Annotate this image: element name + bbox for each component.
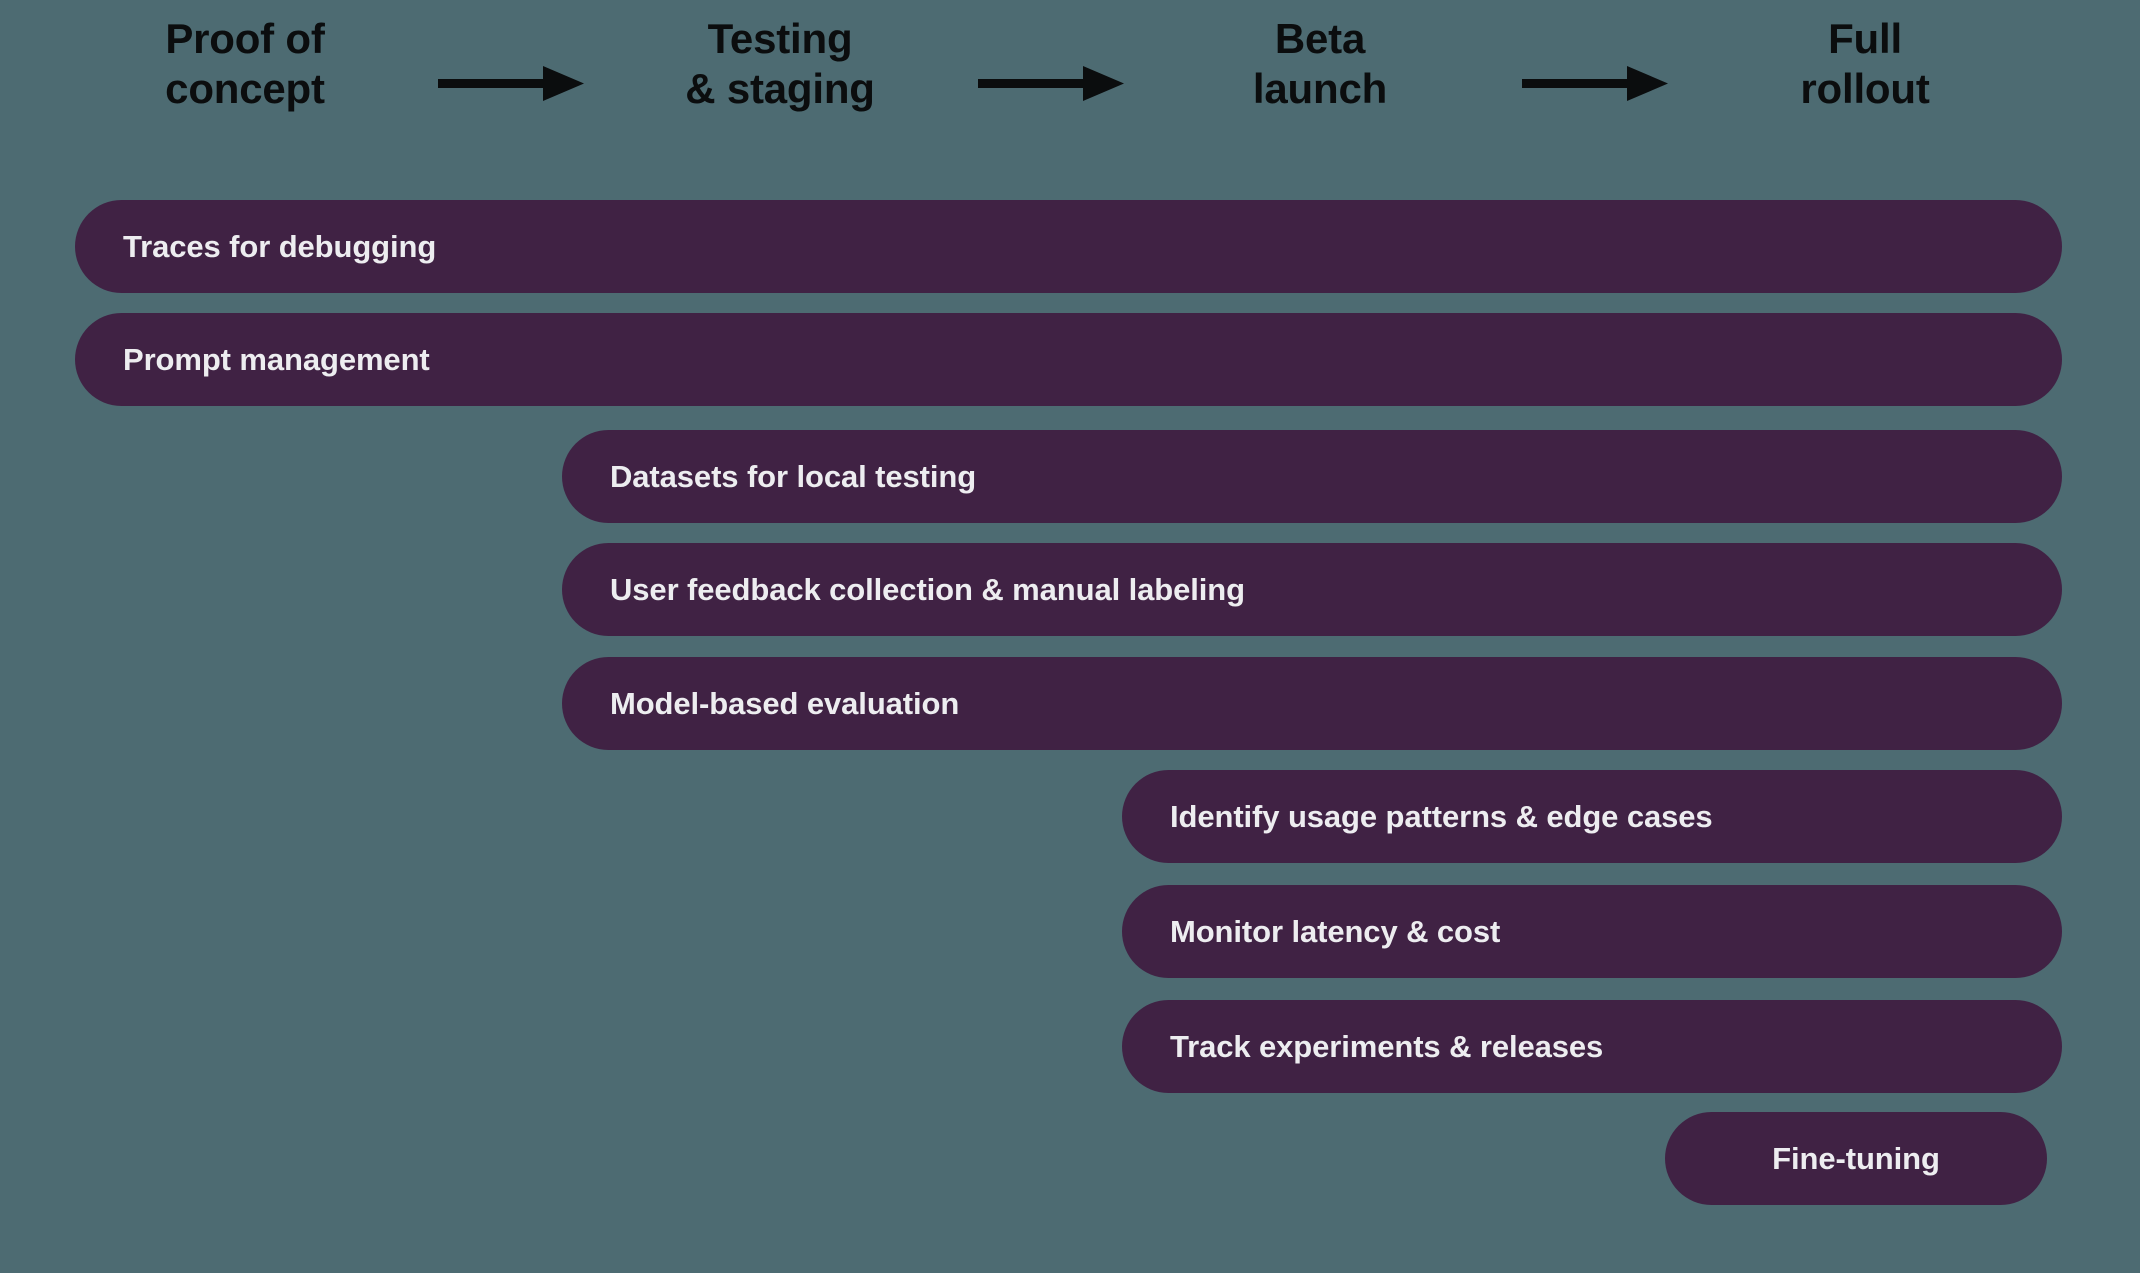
stage-header-beta-launch: Beta launch xyxy=(1252,15,1388,112)
capability-bar-label: Datasets for local testing xyxy=(610,458,977,494)
capability-bar-datasets-for-local-testing[interactable]: Datasets for local testing xyxy=(562,430,2062,523)
capability-bar-prompt-management[interactable]: Prompt management xyxy=(75,313,2062,406)
stage-header-full-rollout: Full rollout xyxy=(1800,15,1930,112)
arrow-right-icon xyxy=(1522,62,1668,106)
capability-bar-traces-for-debugging[interactable]: Traces for debugging xyxy=(75,200,2062,293)
capability-bar-label: Fine-tuning xyxy=(1772,1140,1940,1176)
capability-bar-label: Monitor latency & cost xyxy=(1170,913,1501,949)
capability-bar-label: Prompt management xyxy=(123,341,430,377)
capability-bar-label: Track experiments & releases xyxy=(1170,1028,1604,1064)
arrow-right-icon xyxy=(978,62,1124,106)
capability-bar-label: Traces for debugging xyxy=(123,228,437,264)
capability-bar-user-feedback-collection[interactable]: User feedback collection & manual labeli… xyxy=(562,543,2062,636)
stage-header-proof-of-concept: Proof of concept xyxy=(165,15,325,112)
capability-bar-label: Model-based evaluation xyxy=(610,685,960,721)
capability-bar-track-experiments-and-releases[interactable]: Track experiments & releases xyxy=(1122,1000,2062,1093)
capability-bar-label: Identify usage patterns & edge cases xyxy=(1170,798,1713,834)
arrow-right-icon xyxy=(438,62,584,106)
capability-bar-label: User feedback collection & manual labeli… xyxy=(610,571,1245,607)
capability-bar-fine-tuning[interactable]: Fine-tuning xyxy=(1665,1112,2047,1205)
stage-header-testing-and-staging: Testing & staging xyxy=(685,15,875,112)
capability-bar-monitor-latency-and-cost[interactable]: Monitor latency & cost xyxy=(1122,885,2062,978)
capability-bar-identify-usage-patterns[interactable]: Identify usage patterns & edge cases xyxy=(1122,770,2062,863)
capability-bar-model-based-evaluation[interactable]: Model-based evaluation xyxy=(562,657,2062,750)
